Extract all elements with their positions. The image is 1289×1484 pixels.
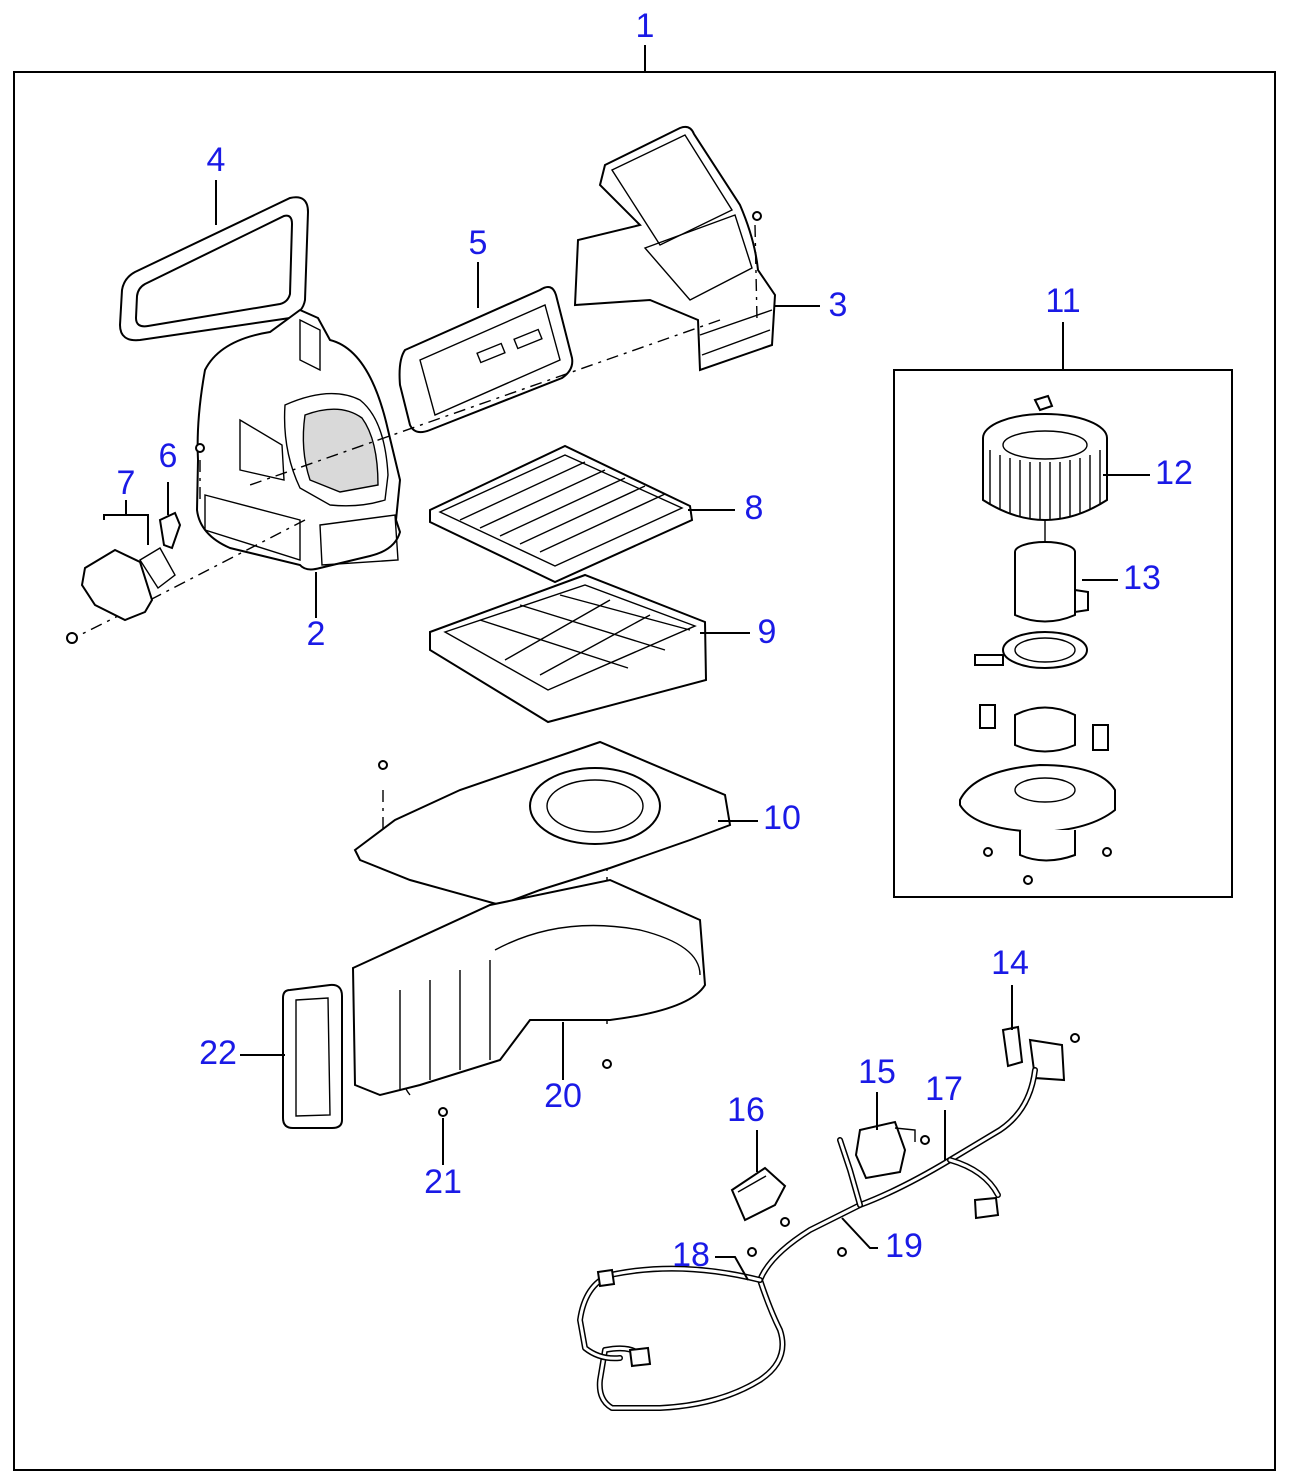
motor-housing-base xyxy=(959,704,1116,862)
blower-wheel xyxy=(982,394,1108,521)
clip xyxy=(158,511,182,550)
callout-12: 12 xyxy=(1155,454,1193,492)
callout-5: 5 xyxy=(469,224,488,262)
callout-15: 15 xyxy=(858,1053,896,1091)
relay xyxy=(854,1120,916,1180)
callout-10: 10 xyxy=(763,799,801,837)
callout-19: 19 xyxy=(885,1227,923,1265)
motor-mount-ring xyxy=(974,631,1088,669)
air-filter xyxy=(429,444,694,584)
blower-resistor xyxy=(730,1166,787,1222)
callout-2: 2 xyxy=(307,615,326,653)
seal-gasket xyxy=(282,983,343,1129)
callout-9: 9 xyxy=(758,613,777,651)
callout-17: 17 xyxy=(925,1070,963,1108)
callout-16: 16 xyxy=(727,1091,765,1129)
callout-3: 3 xyxy=(829,286,848,324)
callout-18: 18 xyxy=(672,1236,710,1274)
lower-case-top xyxy=(353,740,732,907)
callout-22: 22 xyxy=(199,1034,237,1072)
wiring-harness xyxy=(577,1067,1038,1411)
callout-7: 7 xyxy=(117,464,136,502)
intake-duct xyxy=(573,125,777,372)
callout-11: 11 xyxy=(1045,282,1080,320)
wiring-connector xyxy=(1001,1025,1066,1082)
blower-motor xyxy=(1014,520,1089,623)
callout-8: 8 xyxy=(745,489,764,527)
lower-case xyxy=(351,878,707,1097)
gasket-part xyxy=(118,196,310,342)
callout-21: 21 xyxy=(424,1163,462,1201)
callout-14: 14 xyxy=(991,944,1029,982)
blower-housing-upper xyxy=(195,308,402,571)
callout-6: 6 xyxy=(159,437,178,475)
callout-13: 13 xyxy=(1123,559,1161,597)
case-cover xyxy=(398,285,574,434)
callout-20: 20 xyxy=(544,1077,582,1115)
callout-1: 1 xyxy=(636,7,655,45)
fasteners xyxy=(195,211,1112,1257)
callout-4: 4 xyxy=(207,141,226,179)
filter-tray xyxy=(429,573,708,724)
actuator xyxy=(66,547,176,644)
